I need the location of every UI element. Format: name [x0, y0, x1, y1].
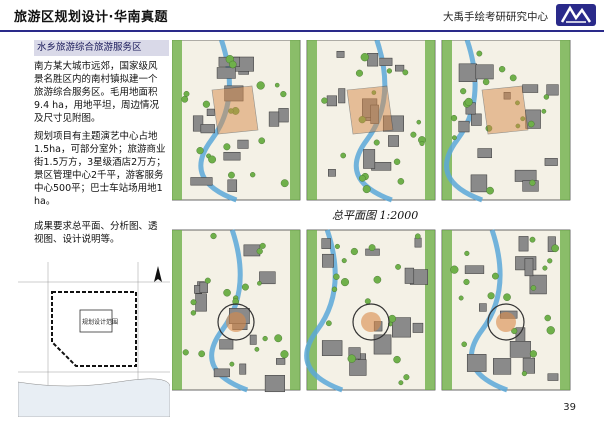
plan-sketches — [171, 39, 571, 393]
plan-sketch — [441, 229, 571, 393]
brief-paragraph-2: 规划项目有主题演艺中心占地1.5ha，可部分室外；旅游商业街1.5万方，3星级酒… — [34, 131, 166, 207]
brief-paragraph-3: 成果要求总平面、分析图、透视图、设计说明等。 — [34, 221, 158, 245]
plan-sketch — [441, 39, 571, 203]
site-map: 规划设计范围 — [18, 262, 170, 417]
plan-caption: 总平面图 1:2000 — [332, 209, 419, 222]
header-bar: 旅游区规划设计·华南真题 大禹手绘考研研究中心 — [0, 0, 604, 32]
plan-sketch — [171, 39, 301, 203]
logo-icon — [560, 5, 592, 23]
plan-sketch — [306, 39, 436, 203]
page-title: 旅游区规划设计·华南真题 — [14, 10, 168, 25]
page-number: 39 — [563, 402, 576, 413]
master-plans — [171, 39, 572, 400]
org-name: 大禹手绘考研研究中心 — [443, 11, 548, 23]
logo — [556, 4, 596, 26]
brief-heading: 水乡旅游综合旅游服务区 — [34, 40, 169, 56]
brief-paragraph-1: 南方某大城市远郊，国家级风景名胜区内的南村镇拟建一个旅游综合服务区。毛用地面积 … — [34, 61, 159, 124]
plan-sketch — [171, 229, 301, 393]
plan-sketch — [304, 229, 436, 393]
brief-panel: 水乡旅游综合旅游服务区 南方某大城市远郊，国家级风景名胜区内的南村镇拟建一个旅游… — [0, 32, 170, 425]
site-map-label: 规划设计范围 — [82, 318, 118, 326]
north-arrow-icon — [154, 266, 162, 282]
